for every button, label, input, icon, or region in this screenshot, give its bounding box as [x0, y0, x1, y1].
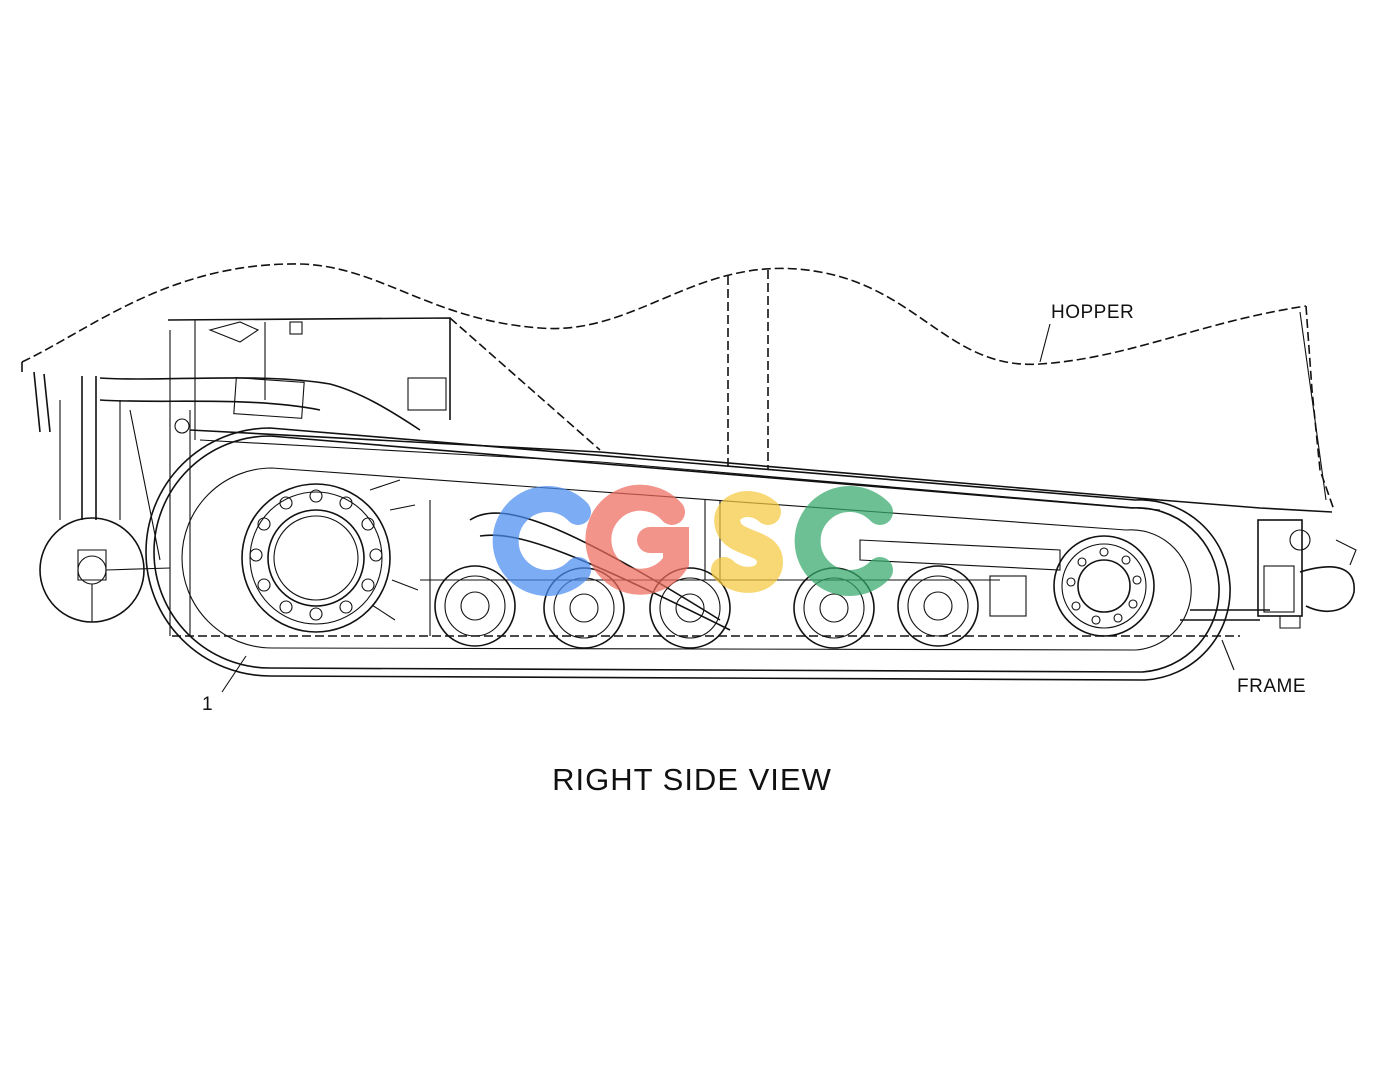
frame-body — [21, 317, 1333, 637]
watermark-letter-c — [794, 486, 893, 596]
frame-callout: FRAME — [1221, 639, 1306, 697]
idler-wheel — [1053, 535, 1155, 637]
item-1-label: 1 — [202, 694, 213, 715]
watermark — [492, 484, 893, 596]
hopper-outline — [21, 263, 1335, 511]
view-title: RIGHT SIDE VIEW — [552, 762, 832, 797]
hopper-callout: HOPPER — [1039, 302, 1134, 363]
watermark-letter-c — [492, 486, 591, 596]
drive-sprocket — [241, 479, 419, 633]
hopper-label: HOPPER — [1051, 302, 1134, 323]
watermark-letter-g — [585, 484, 689, 595]
watermark-letter-s — [711, 491, 784, 593]
track-assembly — [145, 427, 1231, 681]
front-bracket — [1257, 519, 1357, 629]
frame-label: FRAME — [1237, 676, 1306, 697]
item-1-callout: 1 — [202, 655, 247, 715]
